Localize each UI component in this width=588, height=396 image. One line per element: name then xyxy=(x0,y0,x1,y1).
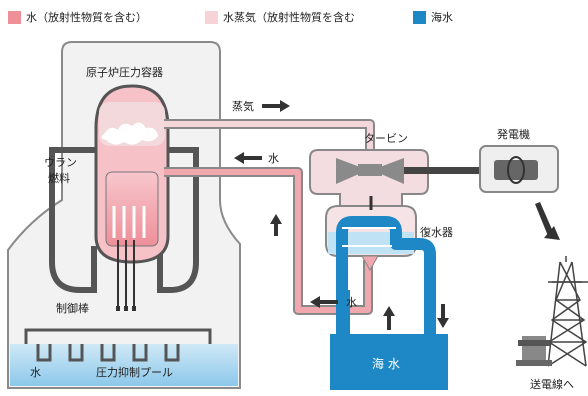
steam-line-inner xyxy=(164,121,373,152)
generator-rotor xyxy=(507,156,525,184)
seawater-up-arrow xyxy=(383,306,395,330)
label-water-return: 水 xyxy=(268,152,279,165)
seawater-down-arrow xyxy=(437,304,449,328)
legend: 水（放射性物質を含む） 水蒸気（放射性物質を含む 海水 xyxy=(0,8,588,26)
label-transmission: 送電線へ xyxy=(530,377,574,391)
recirculation-loop-right xyxy=(157,147,199,293)
legend-water-swatch xyxy=(8,10,21,24)
legend-water: 水（放射性物質を含む） xyxy=(8,8,147,26)
control-rods xyxy=(117,240,135,308)
legend-steam-label: 水蒸気（放射性物質を含む xyxy=(223,11,355,24)
seawater-basin xyxy=(330,334,448,390)
water-up-arrow xyxy=(270,214,282,236)
transmission-tower xyxy=(547,256,588,367)
seawater-loop-outer xyxy=(336,216,436,340)
condenser-sump xyxy=(361,255,379,272)
pool-downcomers xyxy=(36,344,180,362)
substation xyxy=(516,336,552,366)
seawater-loop-inner xyxy=(342,227,396,247)
legend-steam: 水蒸気（放射性物質を含む xyxy=(205,8,355,26)
label-uranium-1: ウラン xyxy=(44,156,77,169)
turbine-rotor xyxy=(336,158,404,184)
turbine-shaft xyxy=(404,167,494,174)
legend-seawater-label: 海水 xyxy=(431,11,453,24)
label-turbine: タービン xyxy=(364,132,408,145)
label-condenser: 復水器 xyxy=(420,226,453,239)
label-vessel: 原子炉圧力容器 xyxy=(86,65,163,79)
legend-water-label: 水（放射性物質を含む） xyxy=(26,11,147,24)
water-return-line-inner xyxy=(164,169,371,313)
transmission-arrow xyxy=(535,202,560,240)
label-pool-water: 水 xyxy=(30,366,41,379)
steam-cloud xyxy=(101,122,158,145)
legend-steam-swatch xyxy=(205,10,218,24)
label-seawater: 海 水 xyxy=(372,356,400,371)
condenser-water-arrow xyxy=(310,296,338,308)
turbine-casing xyxy=(309,149,429,207)
legend-seawater-swatch xyxy=(413,10,426,24)
legend-seawater: 海水 xyxy=(413,8,453,26)
label-control-rod: 制御棒 xyxy=(56,301,89,315)
pool-pipe xyxy=(24,328,212,344)
label-uranium-2: 燃料 xyxy=(48,171,70,185)
steam-arrow xyxy=(262,100,290,112)
label-generator: 発電機 xyxy=(497,127,530,141)
control-rod-tips xyxy=(116,306,136,311)
suppression-pool xyxy=(10,344,238,386)
recirculation-loop-left xyxy=(49,147,97,293)
label-condenser-water: 水 xyxy=(346,296,357,309)
label-steam: 蒸気 xyxy=(232,99,254,113)
label-pool: 圧力抑制プール xyxy=(96,365,173,379)
generator-body xyxy=(494,160,538,180)
fuel-rods xyxy=(112,206,146,238)
water-return-arrow xyxy=(234,152,262,164)
